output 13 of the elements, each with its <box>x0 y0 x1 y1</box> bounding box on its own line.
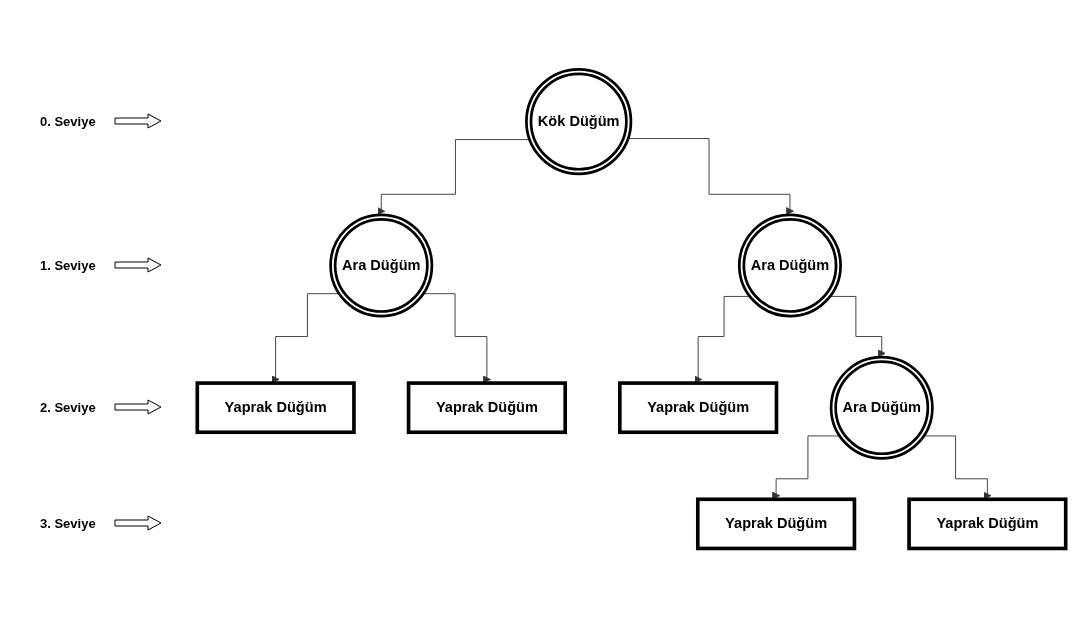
node-circle: Ara Düğüm <box>829 355 934 460</box>
node-circle: Ara Düğüm <box>737 213 842 318</box>
level-label: 3. Seviye <box>40 516 96 531</box>
node-box: Yaprak Düğüm <box>695 497 857 550</box>
level-label: 2. Seviye <box>40 399 96 415</box>
node-box: Yaprak Düğüm <box>618 380 779 434</box>
node-box: Yaprak Düğüm <box>195 380 356 434</box>
node-circle: Ara Düğüm <box>329 213 434 318</box>
node-box: Yaprak Düğüm <box>406 380 568 434</box>
level-label: 0. Seviye <box>40 113 96 129</box>
node-circle: Kök Düğüm <box>525 67 633 175</box>
node-box: Yaprak Düğüm <box>907 497 1068 550</box>
level-label: 1. Seviye <box>40 257 96 273</box>
